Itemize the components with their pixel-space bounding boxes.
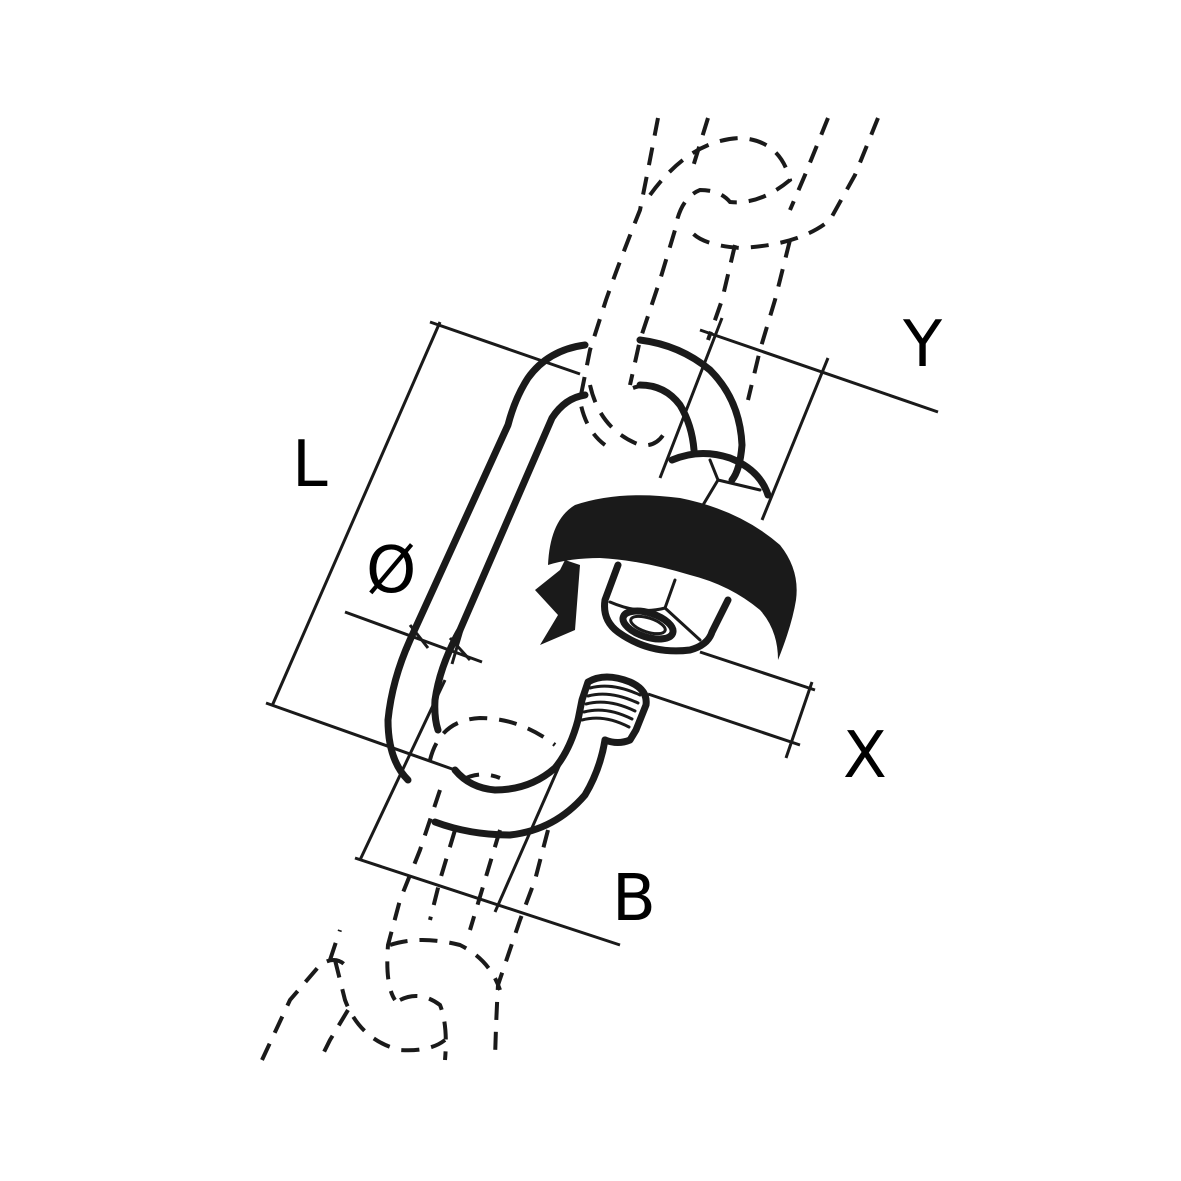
label-y: Y xyxy=(902,308,943,382)
label-diameter: Ø xyxy=(366,534,416,608)
quick-link-body xyxy=(384,336,746,839)
upper-chain-links xyxy=(577,117,880,448)
label-length: L xyxy=(292,428,328,502)
rotation-arrow-icon xyxy=(535,495,797,660)
dimension-lines xyxy=(265,317,939,947)
lower-chain-links xyxy=(260,715,557,1061)
hex-nut xyxy=(601,450,772,655)
label-b: B xyxy=(612,862,656,936)
label-x: X xyxy=(843,719,887,793)
